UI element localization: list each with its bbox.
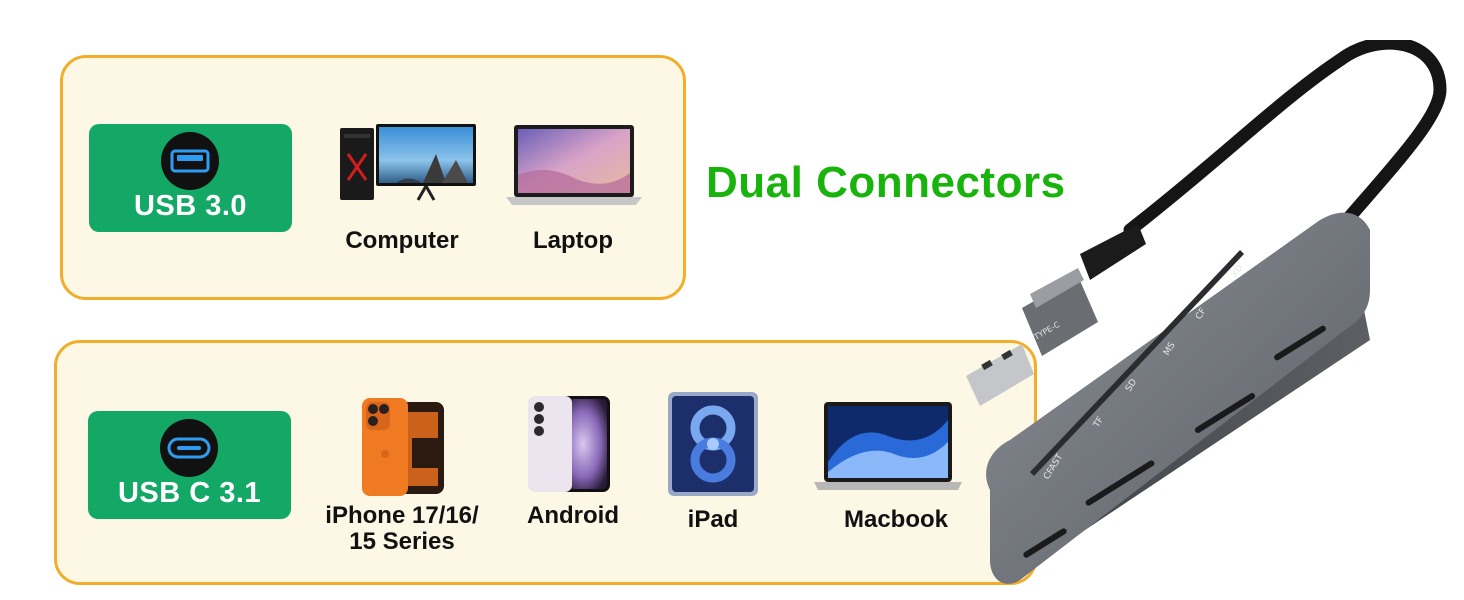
iphone-image [360,398,446,498]
card-reader-hub-image: CFAST TF SD MS CF XD TYPE-C [960,40,1460,600]
device-label-ipad: iPad [687,506,739,533]
usb3-label: USB 3.0 [133,190,248,222]
laptop-image [506,125,642,207]
device-label-laptop: Laptop [533,227,613,254]
device-label-iphone-line2: 15 Series [349,528,455,555]
ipad-image [668,392,758,496]
usbc-label: USB C 3.1 [117,477,262,509]
computer-image [338,124,478,202]
device-label-android: Android [527,502,619,529]
android-image [526,394,612,494]
usb-c-port-icon [160,419,218,477]
headline-dual-connectors: Dual Connectors [706,158,1066,207]
usb3-badge: USB 3.0 [89,124,292,232]
usbc-badge: USB C 3.1 [88,411,291,519]
macbook-image [814,402,962,492]
device-label-computer: Computer [345,227,459,254]
usb-a-port-icon [161,132,219,190]
device-label-iphone-line1: iPhone 17/16/ [325,502,479,529]
device-label-macbook: Macbook [843,506,948,533]
